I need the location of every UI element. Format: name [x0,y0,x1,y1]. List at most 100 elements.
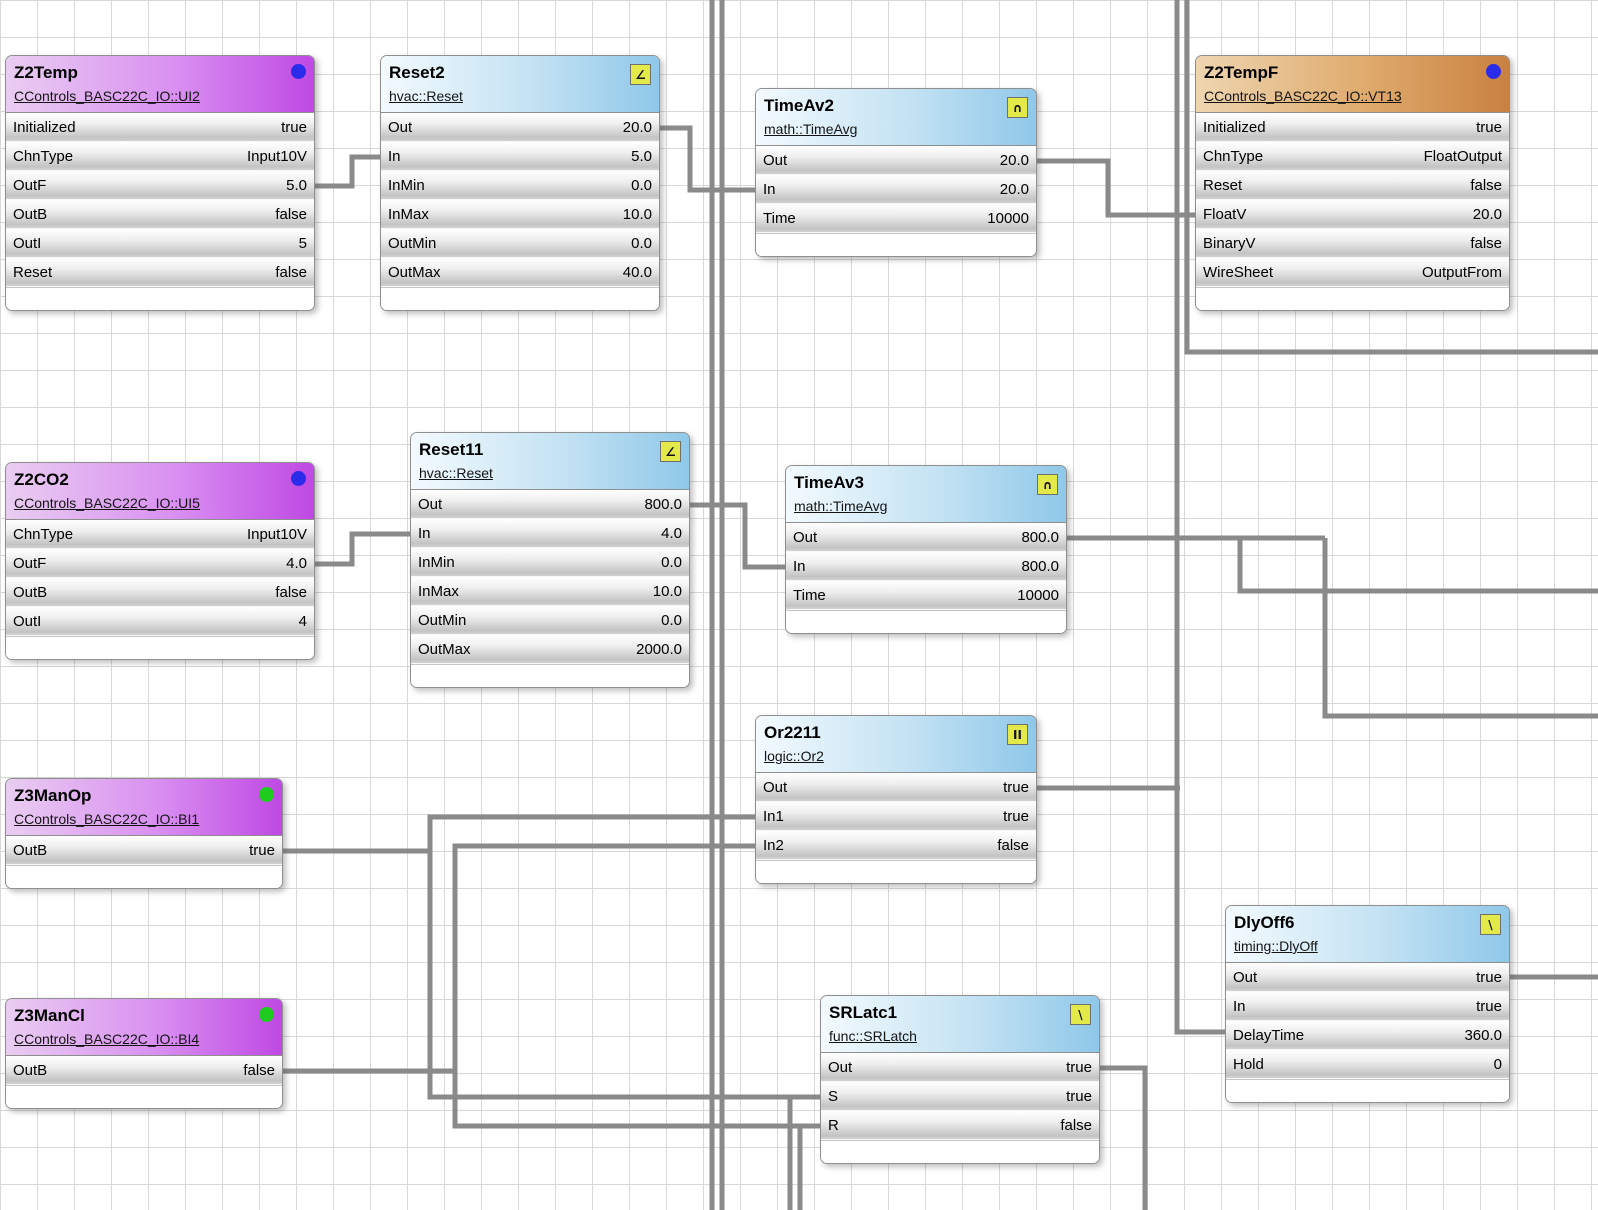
block-type-link[interactable]: hvac::Reset [389,88,463,104]
block-type-link[interactable]: logic::Or2 [764,748,824,764]
wire-timeav3-out-branch-east-upper[interactable] [1237,538,1598,594]
block-type-link[interactable]: CControls_BASC22C_IO::UI5 [14,495,200,511]
property-row-out[interactable]: Out true [756,773,1036,802]
property-name: OutB [13,205,48,223]
block-type-link[interactable]: math::TimeAvg [764,121,858,137]
wire-trunk-north-to-dlyoff6[interactable] [1174,0,1227,1035]
wire-srlatch-out-to-south[interactable] [1099,1065,1148,1210]
block-type-link[interactable]: timing::DlyOff [1234,938,1318,954]
wire-trunk-north-to-east[interactable] [1184,0,1598,355]
property-value: true [1003,778,1029,796]
wire-z3mancl-outb-to-or2211-in2[interactable] [282,843,757,1074]
block-type-link[interactable]: func::SRLatch [829,1028,917,1044]
block-type-link[interactable]: CControls_BASC22C_IO::BI1 [14,811,200,827]
wire-timeav2-out-to-z2tempf-floatv[interactable] [1036,158,1197,218]
block-type-link[interactable]: CControls_BASC22C_IO::UI2 [14,88,200,104]
wire-z3mancl-branch-to-srlatch-r[interactable] [452,1071,822,1129]
wire-z2co2-outf-to-reset11-in[interactable] [314,531,412,567]
block-type-link[interactable]: hvac::Reset [419,465,493,481]
property-name: Out [763,778,788,796]
wire-timeav3-out-branch-east-lower[interactable] [1322,538,1598,719]
block-type-link[interactable]: CControls_BASC22C_IO::BI4 [14,1031,200,1047]
wire-z3manop-outb-to-or2211-in1[interactable] [282,814,757,854]
block-type-link[interactable]: math::TimeAvg [794,498,888,514]
wire-z2temp-outf-to-reset2-in[interactable] [314,154,382,189]
wire-reset11-out-to-timeav3-in[interactable] [689,502,787,570]
wire-z3manop-branch-to-srlatch-s[interactable] [427,851,822,1100]
block-type-link[interactable]: CControls_BASC22C_IO::VT13 [1204,88,1402,104]
